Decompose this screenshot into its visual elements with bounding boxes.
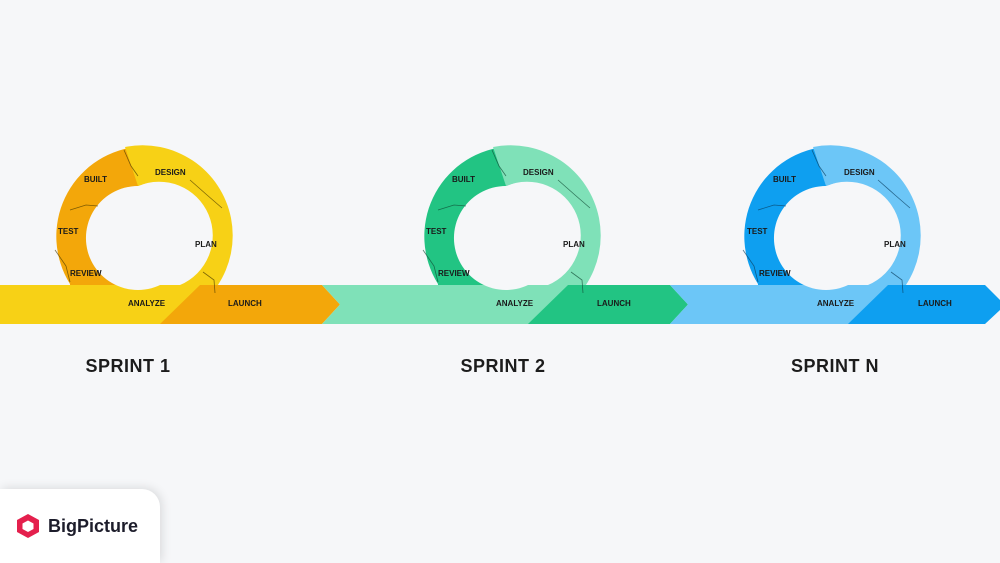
sprint-2-dividers [422,149,591,294]
brand-logo-card: BigPicture [0,489,160,563]
sprint-1-title: SPRINT 1 [85,356,171,376]
sprint-2-ring-hole [453,186,558,290]
sprint-n-title: SPRINT N [790,356,879,376]
sprint-n-label-launch: LAUNCH [918,299,952,308]
sprint-1-dividers [54,149,223,294]
sprint-2-label-design: DESIGN [523,168,554,177]
sprint-2-label-analyze: ANALYZE [496,299,534,308]
sprint-n-label-test: TEST [747,227,768,236]
sprint-2-title: SPRINT 2 [460,356,546,376]
sprint-n-ribbon-light [670,285,850,324]
sprint-2-label-review: REVIEW [438,269,470,278]
sprint-1-ribbon-light [0,285,160,324]
sprint-2-ring-dark [424,147,528,285]
brand-name: BigPicture [48,515,139,536]
sprint-1-label-built: BUILT [84,175,107,184]
sprint-2-label-plan: PLAN [563,240,585,249]
sprint-1-label-design: DESIGN [155,168,186,177]
stage-labels: DESIGN BUILT TEST PLAN REVIEW ANALYZE LA… [58,168,952,308]
sprint-2-cycle [322,145,688,324]
sprint-n-label-analyze: ANALYZE [817,299,855,308]
sprint-n-launch-arrow [848,285,1000,324]
sprint-2-label-test: TEST [426,227,447,236]
sprint-1-ring-hole [85,186,190,290]
sprint-2-ring-light [493,145,601,324]
sprint-n-ring-light [813,145,921,324]
sprint-n-label-review: REVIEW [759,269,791,278]
hexagon-logo-icon [17,514,39,538]
sprint-1-label-review: REVIEW [70,269,102,278]
sprint-n-cycle [670,145,1000,324]
sprint-1-ring-dark [56,147,160,285]
sprint-2-label-built: BUILT [452,175,475,184]
sprint-1-label-launch: LAUNCH [228,299,262,308]
sprint-n-ring-hole [773,186,878,290]
sprint-1-launch-arrow [160,285,340,324]
sprint-n-ring-dark [744,147,848,285]
sprint-n-label-design: DESIGN [844,168,875,177]
sprint-1-cycle [0,145,340,324]
sprint-1-ring-light [125,145,233,324]
sprint-2-ribbon-light [322,285,530,324]
sprint-2-launch-arrow [528,285,688,324]
sprint-n-label-built: BUILT [773,175,796,184]
sprint-1-label-test: TEST [58,227,79,236]
sprint-n-dividers [742,149,911,294]
sprint-1-label-plan: PLAN [195,240,217,249]
sprint-2-label-launch: LAUNCH [597,299,631,308]
sprint-n-label-plan: PLAN [884,240,906,249]
sprint-1-label-analyze: ANALYZE [128,299,166,308]
